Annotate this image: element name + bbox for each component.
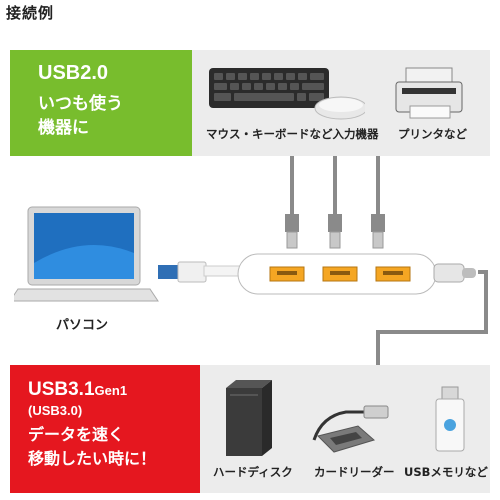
card-reader-icon [312,405,389,453]
label-hdd: ハードディスク [213,465,293,479]
usb2-subtitle: いつも使う 機器に [38,94,123,138]
usb2-info-box: USB2.0 いつも使う 機器に [10,50,192,156]
label-pc: パソコン [56,318,109,333]
label-printer: プリンタなど [398,127,467,141]
printer-icon [395,67,463,119]
label-card-reader: カードリーダー [314,465,395,479]
usb3-heading-main: USB3.1 [28,379,95,400]
usb3-info-box: USB3.1Gen1 (USB3.0) データを速く 移動したい時に！ [10,365,200,493]
usb3-subtitle: データを速く 移動したい時に！ [28,425,157,468]
usb3-heading: USB3.1Gen1 [28,379,127,401]
label-usb-memory: USBメモリなど [404,465,488,479]
label-input-devices: マウス・キーボードなど入力機器 [206,127,379,141]
laptop-icon [14,206,159,302]
usb3-sub: (USB3.0) [28,403,83,418]
page-title: 接続例 [6,4,55,22]
usb-memory-icon [435,386,465,452]
usb2-heading: USB2.0 [38,62,109,84]
hard-disk-icon [226,380,272,456]
keyboard-mouse-icon [209,68,365,120]
usb3-heading-gen: Gen1 [94,383,128,398]
usb-hub-icon [158,253,476,295]
